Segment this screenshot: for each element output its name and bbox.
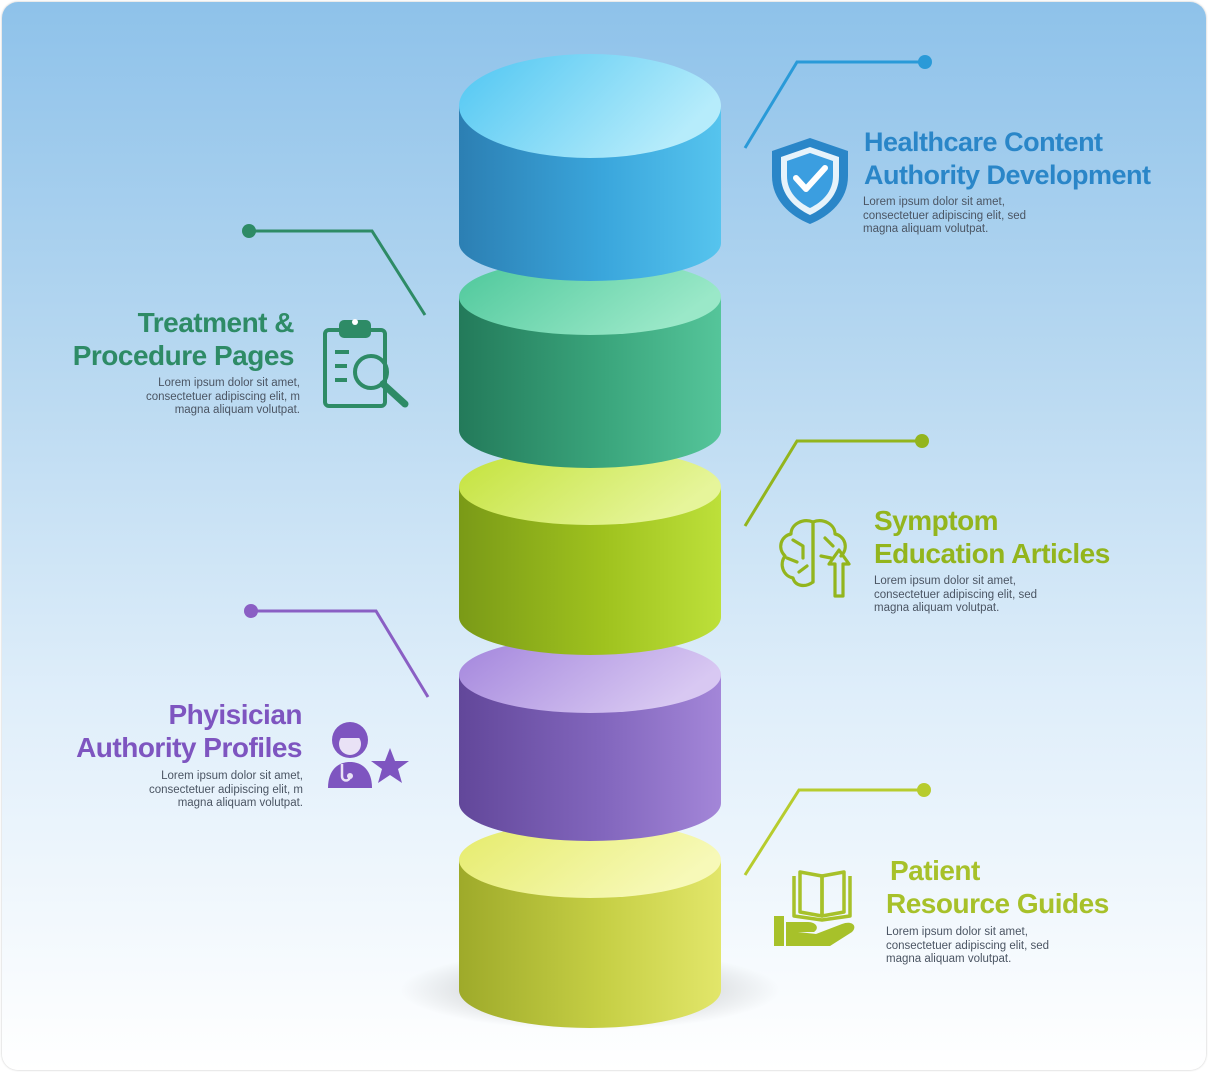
patient-resource-title-line-2: Resource Guides xyxy=(886,888,1109,919)
healthcare-content-title-line-1: Healthcare Content xyxy=(864,127,1103,157)
patient-resource-desc-line-1: Lorem ipsum dolor sit amet, xyxy=(886,926,1028,938)
connector-symptom-education xyxy=(743,434,929,527)
symptom-education-desc: Lorem ipsum dolor sit amet, consectetuer… xyxy=(874,575,1037,616)
patient-resource-title: Patient Resource Guides xyxy=(886,854,1109,920)
cylinder-patient-resource xyxy=(459,822,721,1028)
symptom-education-title-line-2: Education Articles xyxy=(874,538,1110,569)
treatment-procedure-title-line-1: Treatment & xyxy=(137,307,295,338)
connector-treatment-procedure xyxy=(242,224,427,316)
physician-profiles-title: Phyisician Authority Profiles xyxy=(40,698,302,764)
connector-physician-profiles xyxy=(244,604,430,698)
treatment-procedure-desc-line-2: consectetuer adipiscing elit, m xyxy=(145,390,300,403)
physician-profiles-desc-line-3: magna aliquam volutpat. xyxy=(177,797,303,809)
treatment-procedure-desc-line-1: Lorem ipsum dolor sit amet, xyxy=(158,377,300,389)
symptom-education-desc-line-3: magna aliquam volutpat. xyxy=(874,602,1000,614)
symptom-education-desc-line-1: Lorem ipsum dolor sit amet, xyxy=(874,575,1016,587)
treatment-procedure-title: Treatment & Procedure Pages xyxy=(40,306,295,372)
physician-profiles-title-line-1: Phyisician xyxy=(168,699,302,730)
healthcare-content-title: Healthcare Content Authority Development xyxy=(864,126,1151,192)
connector-patient-resource xyxy=(743,783,931,876)
healthcare-content-desc-line-2: consectetuer adipiscing elit, sed xyxy=(863,209,1027,222)
symptom-education-title-line-1: Symptom xyxy=(874,505,999,536)
physician-profiles-desc-line-1: Lorem ipsum dolor sit amet, xyxy=(161,770,303,782)
patient-resource-desc: Lorem ipsum dolor sit amet, consectetuer… xyxy=(886,926,1049,967)
patient-resource-desc-line-2: consectetuer adipiscing elit, sed xyxy=(886,939,1050,952)
treatment-procedure-desc-line-3: magna aliquam volutpat. xyxy=(174,404,300,416)
cylinder-healthcare-content xyxy=(459,54,721,281)
healthcare-content-desc: Lorem ipsum dolor sit amet, consectetuer… xyxy=(863,196,1026,237)
doctor-star-icon xyxy=(328,722,409,788)
shield-check-icon xyxy=(772,138,848,224)
patient-resource-desc-line-3: magna aliquam volutpat. xyxy=(886,953,1012,965)
cylinder-physician-profiles xyxy=(459,637,721,841)
physician-profiles-desc-line-2: consectetuer adipiscing elit, m xyxy=(148,783,303,796)
connector-healthcare-content xyxy=(743,55,932,149)
treatment-procedure-desc: Lorem ipsum dolor sit amet, consectetuer… xyxy=(100,377,300,418)
cylinder-treatment-procedure xyxy=(459,259,721,468)
hand-book-icon xyxy=(774,870,855,946)
physician-profiles-title-line-2: Authority Profiles xyxy=(76,732,302,763)
physician-profiles-desc: Lorem ipsum dolor sit amet, consectetuer… xyxy=(100,770,303,811)
patient-resource-title-line-1: Patient xyxy=(890,855,980,886)
symptom-education-title: Symptom Education Articles xyxy=(874,504,1110,570)
symptom-education-desc-line-2: consectetuer adipiscing elit, sed xyxy=(874,588,1038,601)
healthcare-content-desc-line-3: magna aliquam volutpat. xyxy=(863,223,989,235)
healthcare-content-title-line-2: Authority Development xyxy=(864,160,1151,190)
healthcare-content-desc-line-1: Lorem ipsum dolor sit amet, xyxy=(863,196,1005,208)
cylinder-symptom-education xyxy=(459,449,721,655)
clipboard-search-icon xyxy=(323,319,409,408)
treatment-procedure-title-line-2: Procedure Pages xyxy=(72,340,295,371)
brain-arrow-icon xyxy=(779,519,851,598)
